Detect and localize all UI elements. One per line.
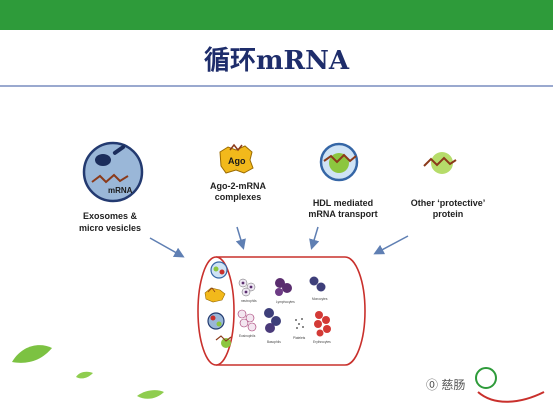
lymphocyte-cells: Lymphocytes (275, 278, 295, 304)
vessel-opening-contents (204, 261, 232, 348)
neutrophil-cells: neutrophils (238, 278, 257, 303)
mrna-text: mRNA (108, 186, 133, 195)
neutrophils-label: neutrophils (241, 299, 257, 303)
basophil-cells: Basophils (264, 308, 281, 344)
arrow-ago (235, 226, 246, 250)
leaf-decoration-small (76, 371, 93, 379)
exosome-icon: mRNA (82, 141, 144, 203)
arrow-hdl (309, 226, 320, 250)
exosome-label-line1: Exosomes & (83, 211, 138, 221)
ago-label-line2: complexes (215, 192, 262, 202)
monocyte-cells: Monocytes (309, 276, 328, 301)
leaf-decoration (12, 345, 52, 363)
erythrocyte-cells: Erythrocytes (313, 311, 331, 344)
hdl-particle-icon (319, 142, 359, 182)
ago-text: Ago (228, 156, 246, 166)
footer-brand-text: 🄋 慈肠 (426, 378, 466, 392)
exosome-label-line2: micro vesicles (79, 223, 141, 233)
arrow-protein (373, 235, 409, 255)
monocytes-label: Monocytes (312, 297, 328, 301)
eosinophils-label: Eosinophils (239, 334, 256, 338)
hdl-label-line1: HDL mediated (313, 198, 373, 208)
platelet-cells: Platelets (293, 318, 306, 340)
platelets-label: Platelets (293, 336, 306, 340)
basophils-label: Basophils (267, 340, 281, 344)
slide-title: 循环mRNA (203, 46, 350, 76)
erythrocytes-label: Erythrocytes (313, 340, 331, 344)
top-banner (0, 0, 553, 30)
brand-logo (475, 367, 545, 403)
arrow-exosome (149, 237, 185, 258)
protein-label-line1: Other ‘protective’ (411, 198, 486, 208)
ago-complex-icon: Ago (219, 143, 254, 174)
leaf-decoration-bottom (137, 390, 164, 399)
protein-label-line2: protein (433, 209, 464, 219)
ago-label-line1: Ago-2-mRNA (210, 181, 266, 191)
lymphocytes-label: Lymphocytes (276, 300, 295, 304)
protective-protein-icon (423, 152, 457, 174)
hdl-label-line2: mRNA transport (308, 209, 377, 219)
title-divider (0, 85, 553, 87)
eosinophil-cells: Eosinophils (237, 309, 257, 338)
